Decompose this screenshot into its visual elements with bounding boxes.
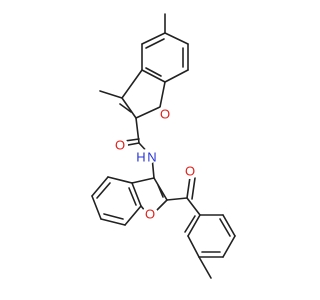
bond (222, 235, 236, 258)
bond (135, 106, 161, 119)
atom-symbol: O (160, 107, 170, 122)
bond (187, 235, 200, 258)
bond (141, 69, 166, 83)
amide-nitrogen-label: N H (136, 149, 157, 165)
bond (145, 67, 162, 77)
ketone-oxygen-label: O (182, 163, 198, 179)
furan-oxygen-bottom-label: O (142, 206, 158, 222)
atom-symbol: O (145, 207, 155, 222)
bond (131, 182, 142, 207)
bond (91, 195, 102, 220)
atom-symbol: O (115, 138, 125, 153)
bond (141, 32, 166, 45)
atom-symbol: N (147, 150, 156, 165)
bond (186, 197, 201, 216)
bond (198, 256, 212, 279)
bond (159, 81, 166, 108)
bond (157, 184, 164, 198)
bond (164, 69, 189, 83)
bond (219, 218, 231, 237)
bond (121, 97, 137, 119)
bond (145, 38, 165, 49)
bond-layer (91, 13, 236, 279)
bond (124, 205, 142, 226)
bond (131, 177, 155, 184)
bond (164, 32, 189, 45)
bond (128, 187, 137, 206)
atom-label-layer: O N H O O O (112, 106, 198, 222)
bond (121, 69, 143, 99)
bond (191, 177, 196, 200)
molecule-structure: O N H O O O (91, 13, 236, 279)
amide-oxygen-label: O (112, 137, 128, 153)
bond (187, 214, 201, 237)
bond (184, 215, 196, 233)
bond (222, 214, 236, 237)
atom-symbol: H (136, 150, 145, 165)
bond (186, 176, 191, 199)
bond (166, 197, 188, 201)
bond (96, 182, 111, 199)
bond (91, 176, 109, 197)
bond (99, 90, 123, 99)
atom-symbol: O (185, 164, 195, 179)
furan-oxygen-top-label: O (157, 106, 173, 122)
bond (107, 176, 133, 184)
bond (119, 103, 132, 113)
bond (103, 213, 124, 220)
bond (100, 218, 126, 226)
bond (155, 199, 168, 212)
